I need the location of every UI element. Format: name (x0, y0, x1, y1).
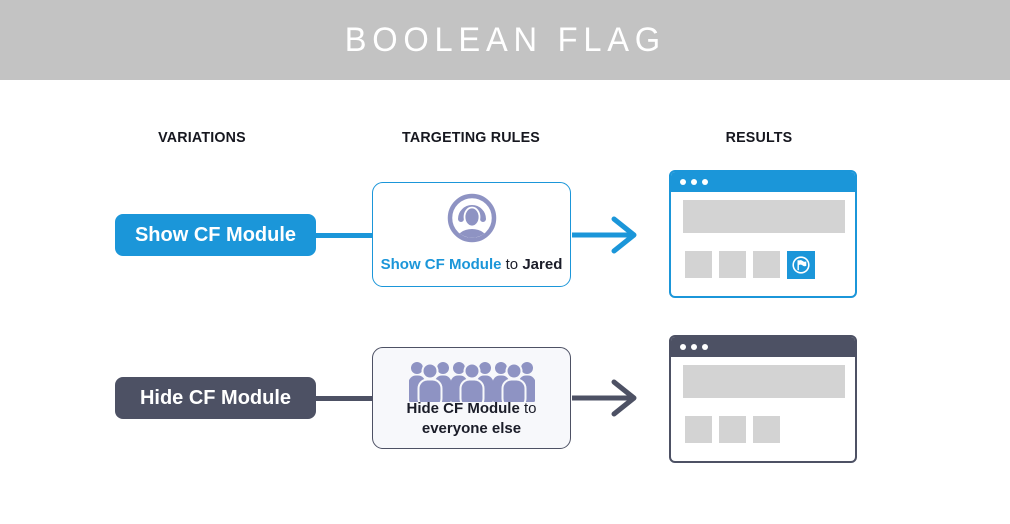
window-dot-icon (702, 179, 708, 185)
window-dot-icon (702, 344, 708, 350)
window-dot-icon (680, 344, 686, 350)
column-label-results: RESULTS (725, 129, 793, 146)
page-title: BOOLEAN FLAG (344, 20, 666, 59)
content-banner-placeholder (683, 365, 845, 398)
content-banner-placeholder (683, 200, 845, 233)
content-block-placeholder (685, 251, 712, 278)
result-browser-window-hide (669, 335, 857, 463)
rule-caption: Show CF Module to Jared (373, 255, 570, 275)
variation-pill-hide: Hide CF Module (115, 377, 316, 419)
rule-connector-word: to (505, 255, 519, 273)
rule-target: Jared (522, 255, 563, 273)
content-block-placeholder (719, 251, 746, 278)
column-label-variations: VARIATIONS (158, 129, 246, 146)
rule-flag-label: Hide CF Module (406, 400, 520, 417)
cf-module-tile (787, 251, 815, 279)
crowd-icon (373, 360, 570, 402)
rule-caption: Hide CF Module to everyone else (373, 399, 570, 438)
content-block-placeholder (685, 416, 712, 443)
window-titlebar (671, 172, 855, 192)
content-block-placeholder (753, 251, 780, 278)
content-blocks-row (685, 251, 855, 279)
result-browser-window-show (669, 170, 857, 298)
content-blocks-row (685, 416, 855, 443)
targeting-rule-card-hide: Hide CF Module to everyone else (372, 347, 571, 449)
content-block-placeholder (719, 416, 746, 443)
header-banner: BOOLEAN FLAG (0, 0, 1010, 80)
user-circle-icon (373, 191, 570, 245)
rule-flag-label: Show CF Module (380, 255, 502, 273)
flag-badge-icon (792, 256, 810, 274)
content-block-placeholder (753, 416, 780, 443)
window-dot-icon (691, 179, 697, 185)
connector-line (314, 396, 374, 401)
variation-pill-label: Show CF Module (134, 223, 297, 246)
window-dot-icon (680, 179, 686, 185)
window-titlebar (671, 337, 855, 357)
targeting-rule-card-show: Show CF Module to Jared (372, 182, 571, 287)
connector-line (314, 233, 374, 238)
rule-target: everyone else (421, 419, 522, 437)
window-dot-icon (691, 344, 697, 350)
rule-connector-word: to (523, 400, 537, 417)
variation-pill-show: Show CF Module (115, 214, 316, 256)
variation-pill-label: Hide CF Module (139, 386, 292, 409)
arrow-right-icon (572, 379, 637, 417)
column-label-targeting-rules: TARGETING RULES (402, 129, 540, 146)
arrow-right-icon (572, 216, 637, 254)
